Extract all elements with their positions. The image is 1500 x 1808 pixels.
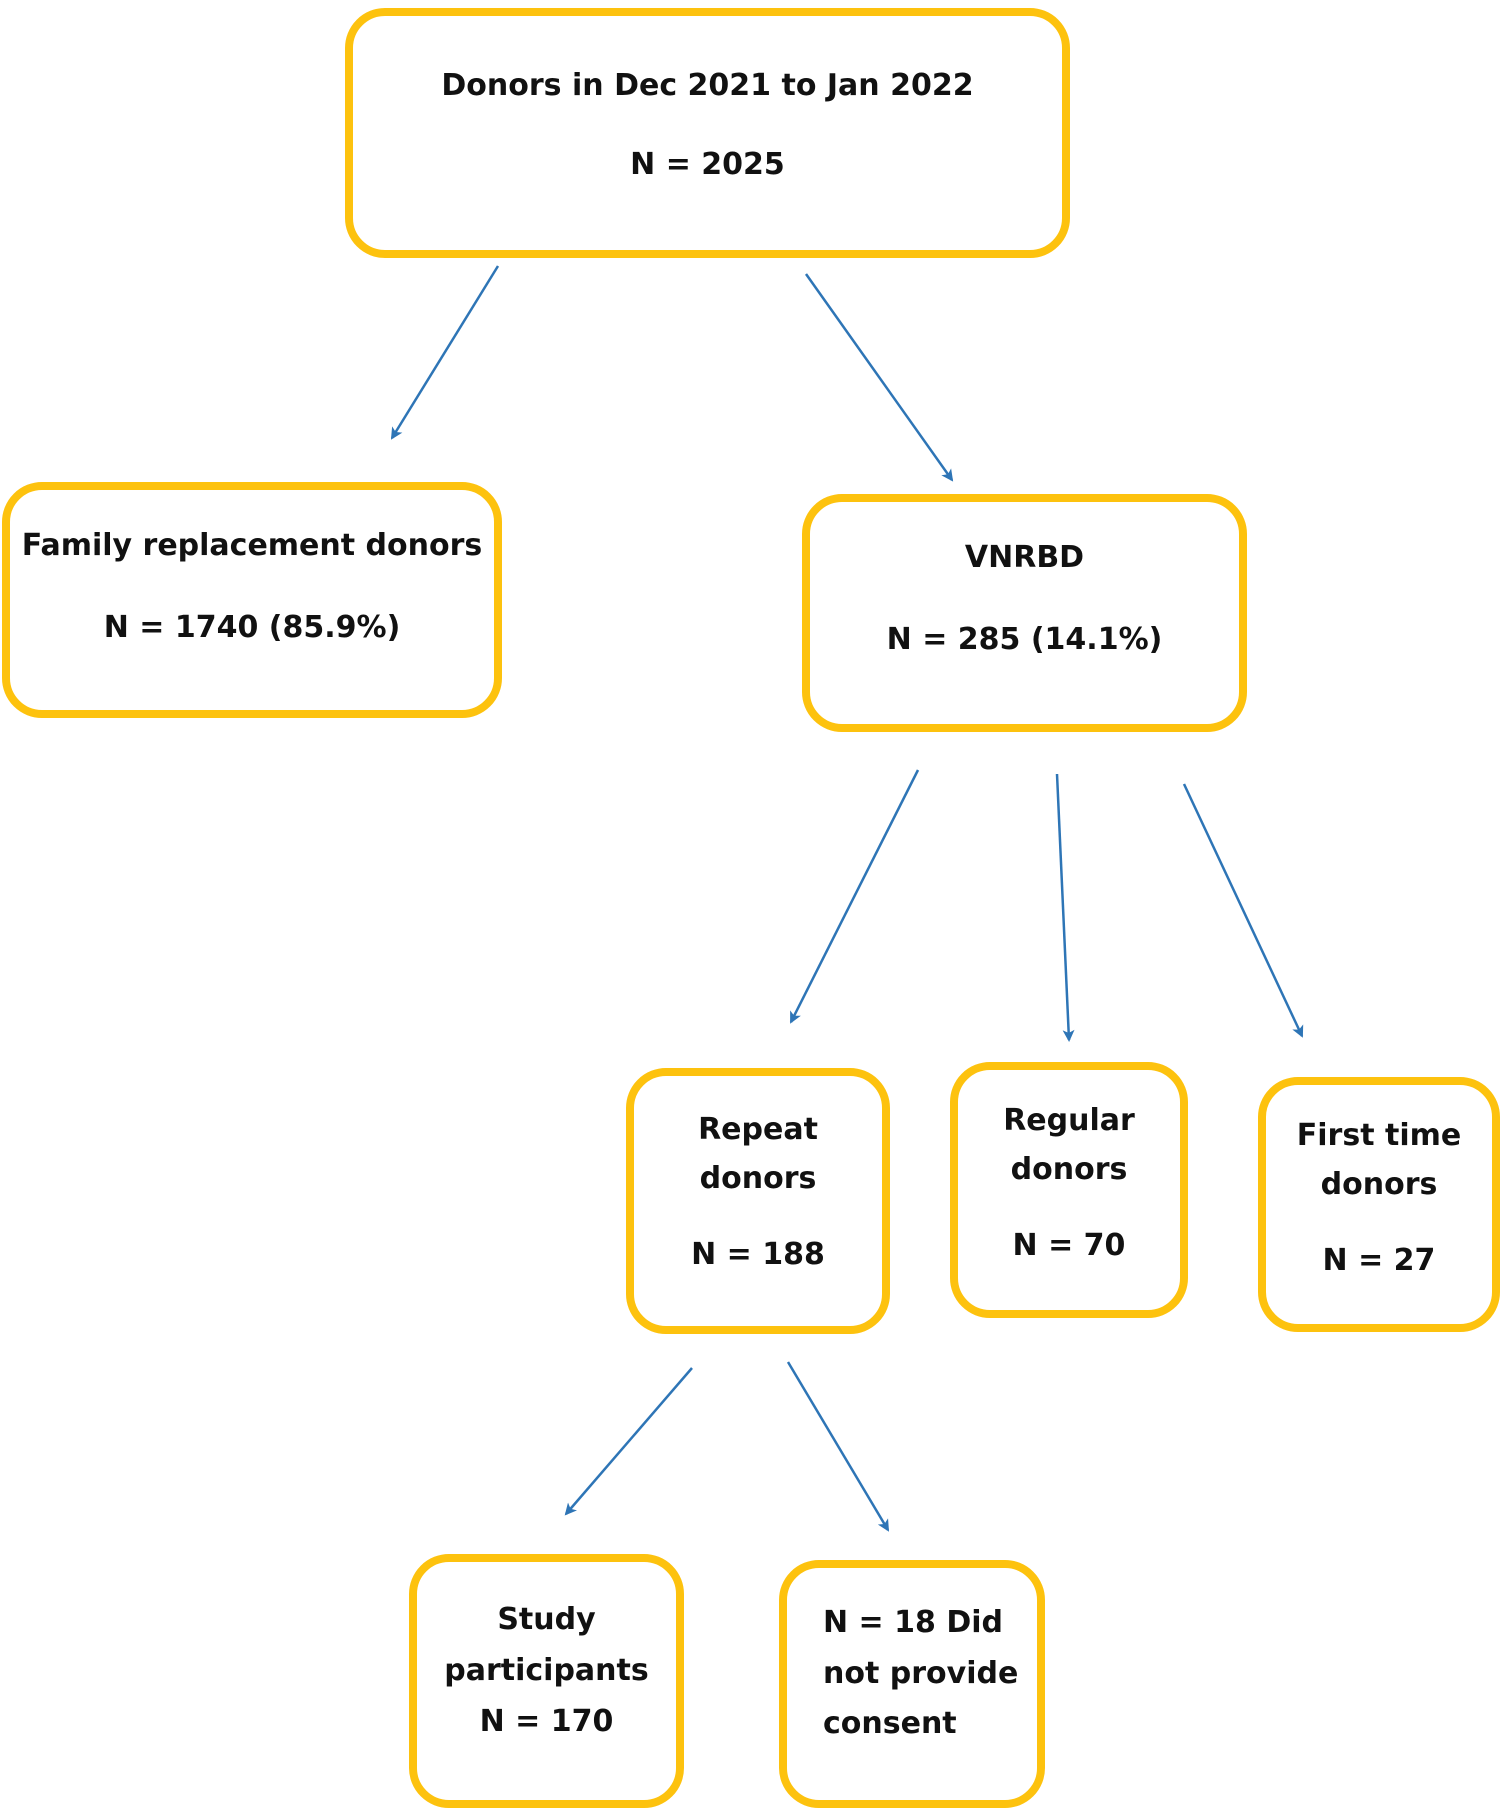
node-repeat-title-line2: donors [699,1161,817,1196]
node-first-time-title-line1: First time [1296,1118,1462,1153]
node-regular-title-line2: donors [1010,1152,1128,1187]
node-family-count: N = 1740 (85.9%) [103,610,401,645]
node-repeat-title-line1: Repeat [698,1112,818,1147]
node-total-title: Donors in Dec 2021 to Jan 2022 [441,68,974,103]
node-total-count: N = 2025 [630,147,785,182]
node-repeat-count: N = 188 [691,1237,825,1272]
node-regular-title-line1: Regular [1003,1103,1135,1138]
node-no-consent: N = 18 Did not provide consent [779,1560,1045,1808]
node-no-consent-line1: N = 18 Did [823,1605,1003,1640]
node-no-consent-line2: not provide [823,1656,1019,1691]
node-first-time-title-line2: donors [1320,1167,1438,1202]
node-study-participants: Study participants N = 170 [409,1554,684,1808]
arrow-vnrbd-to-first-time [1182,783,1304,1038]
node-first-time-donors: First time donors N = 27 [1258,1077,1500,1332]
arrow-total-to-family [390,265,500,440]
node-regular-donors: Regular donors N = 70 [950,1062,1188,1318]
node-first-time-count: N = 27 [1322,1243,1436,1278]
node-family-replacement: Family replacement donors N = 1740 (85.9… [2,482,502,718]
arrow-repeat-to-no-consent [786,1361,890,1532]
node-participants-title-line1: Study [497,1602,596,1637]
node-no-consent-line3: consent [823,1706,957,1741]
node-repeat-donors: Repeat donors N = 188 [626,1068,890,1334]
node-participants-count: N = 170 [479,1704,614,1739]
arrow-vnrbd-to-repeat [789,769,920,1024]
arrow-repeat-to-participants [564,1367,693,1516]
node-participants-title-line2: participants [444,1653,649,1688]
arrow-vnrbd-to-regular [1055,773,1075,1042]
arrow-total-to-vnrbd [804,273,954,482]
node-regular-count: N = 70 [1012,1228,1126,1263]
node-total-donors: Donors in Dec 2021 to Jan 2022 N = 2025 [345,8,1070,258]
node-vnrbd: VNRBD N = 285 (14.1%) [802,494,1247,732]
node-family-title: Family replacement donors [21,528,483,563]
node-vnrbd-title: VNRBD [964,540,1085,575]
node-vnrbd-count: N = 285 (14.1%) [886,622,1163,657]
